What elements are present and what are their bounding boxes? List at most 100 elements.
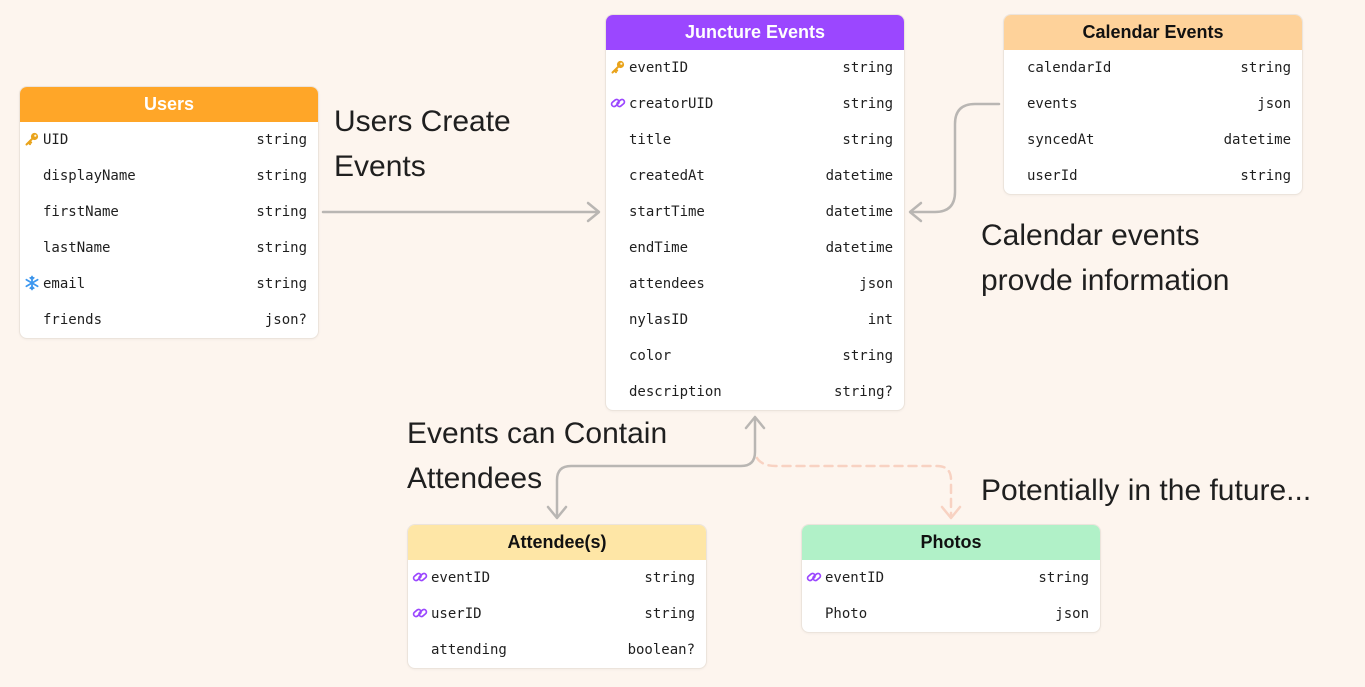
table-row[interactable]: title string	[606, 122, 904, 158]
field-name: endTime	[629, 240, 689, 256]
attendees-table-header: Attendee(s)	[408, 525, 706, 560]
field-name: createdAt	[629, 168, 705, 184]
table-row[interactable]: userId string	[1004, 158, 1302, 194]
users-to-events-arrowhead	[586, 201, 601, 223]
field-type: string	[256, 168, 307, 184]
table-row[interactable]: attendees json	[606, 266, 904, 302]
field-type: datetime	[825, 240, 893, 256]
users-table-header: Users	[20, 87, 318, 122]
table-row[interactable]: endTime datetime	[606, 230, 904, 266]
table-row[interactable]: Photo json	[802, 596, 1100, 632]
link-icon	[806, 569, 822, 585]
field-type: string	[256, 276, 307, 292]
annotation-line: Events can Contain	[407, 417, 668, 450]
field-name: eventID	[431, 570, 491, 586]
field-type: string	[644, 606, 695, 622]
table-row[interactable]: displayName string	[20, 158, 318, 194]
annotation-calendar-info: Calendar events provde information	[981, 213, 1229, 303]
field-name: userID	[431, 606, 482, 622]
field-type: string	[256, 132, 307, 148]
field-name: eventID	[825, 570, 885, 586]
field-name: userId	[1027, 168, 1078, 184]
annotation-line: Events	[334, 150, 426, 183]
field-type: string	[1038, 570, 1089, 586]
juncture-events-table-header: Juncture Events	[606, 15, 904, 50]
field-type: string	[1240, 168, 1291, 184]
field-type: json?	[264, 312, 307, 328]
field-type: boolean?	[627, 642, 695, 658]
snowflake-icon	[24, 275, 40, 291]
annotation-line: Calendar events	[981, 219, 1200, 252]
field-type: string	[842, 132, 893, 148]
photos-table-header: Photos	[802, 525, 1100, 560]
field-type: datetime	[825, 168, 893, 184]
field-type: string	[644, 570, 695, 586]
table-row[interactable]: color string	[606, 338, 904, 374]
annotation-line: Users Create	[334, 105, 511, 138]
field-type: json	[1055, 606, 1089, 622]
annotation-future: Potentially in the future...	[981, 468, 1311, 513]
field-name: title	[629, 132, 672, 148]
field-name: email	[43, 276, 86, 292]
field-name: friends	[43, 312, 103, 328]
field-type: int	[867, 312, 893, 328]
annotation-line: Potentially in the future...	[981, 474, 1312, 507]
table-row[interactable]: lastName string	[20, 230, 318, 266]
link-icon	[412, 569, 428, 585]
table-row[interactable]: eventID string	[606, 50, 904, 86]
table-row[interactable]: events json	[1004, 86, 1302, 122]
table-row[interactable]: eventID string	[408, 560, 706, 596]
field-name: syncedAt	[1027, 132, 1095, 148]
attendees-down-arrowhead	[546, 505, 568, 520]
photos-down-arrowhead	[940, 505, 962, 520]
field-type: string?	[833, 384, 893, 400]
table-row[interactable]: createdAt datetime	[606, 158, 904, 194]
field-name: nylasID	[629, 312, 689, 328]
field-name: attendees	[629, 276, 705, 292]
calendar-to-events-connector	[909, 102, 1001, 214]
events-up-arrowhead	[744, 415, 766, 430]
field-type: json	[1257, 96, 1291, 112]
annotation-line: Attendees	[407, 462, 543, 495]
annotation-events-contain: Events can Contain Attendees	[407, 411, 667, 501]
field-name: firstName	[43, 204, 119, 220]
table-row[interactable]: email string	[20, 266, 318, 302]
field-type: json	[859, 276, 893, 292]
link-icon	[610, 95, 626, 111]
field-type: datetime	[1223, 132, 1291, 148]
field-name: displayName	[43, 168, 136, 184]
key-icon	[610, 59, 626, 75]
table-row[interactable]: nylasID int	[606, 302, 904, 338]
annotation-users-create: Users Create Events	[334, 99, 511, 189]
field-type: string	[842, 348, 893, 364]
field-name: Photo	[825, 606, 868, 622]
key-icon	[24, 131, 40, 147]
table-row[interactable]: syncedAt datetime	[1004, 122, 1302, 158]
field-name: events	[1027, 96, 1078, 112]
attendees-table[interactable]: Attendee(s) eventID string userID string att…	[407, 524, 707, 669]
field-name: lastName	[43, 240, 111, 256]
field-name: eventID	[629, 60, 689, 76]
field-type: string	[1240, 60, 1291, 76]
field-type: string	[842, 60, 893, 76]
field-name: color	[629, 348, 672, 364]
field-type: string	[842, 96, 893, 112]
field-name: startTime	[629, 204, 705, 220]
calendar-to-events-arrowhead	[908, 201, 923, 223]
table-row[interactable]: friends json?	[20, 302, 318, 338]
annotation-line: provde information	[981, 264, 1230, 297]
table-row[interactable]: userID string	[408, 596, 706, 632]
table-row[interactable]: eventID string	[802, 560, 1100, 596]
field-type: string	[256, 240, 307, 256]
